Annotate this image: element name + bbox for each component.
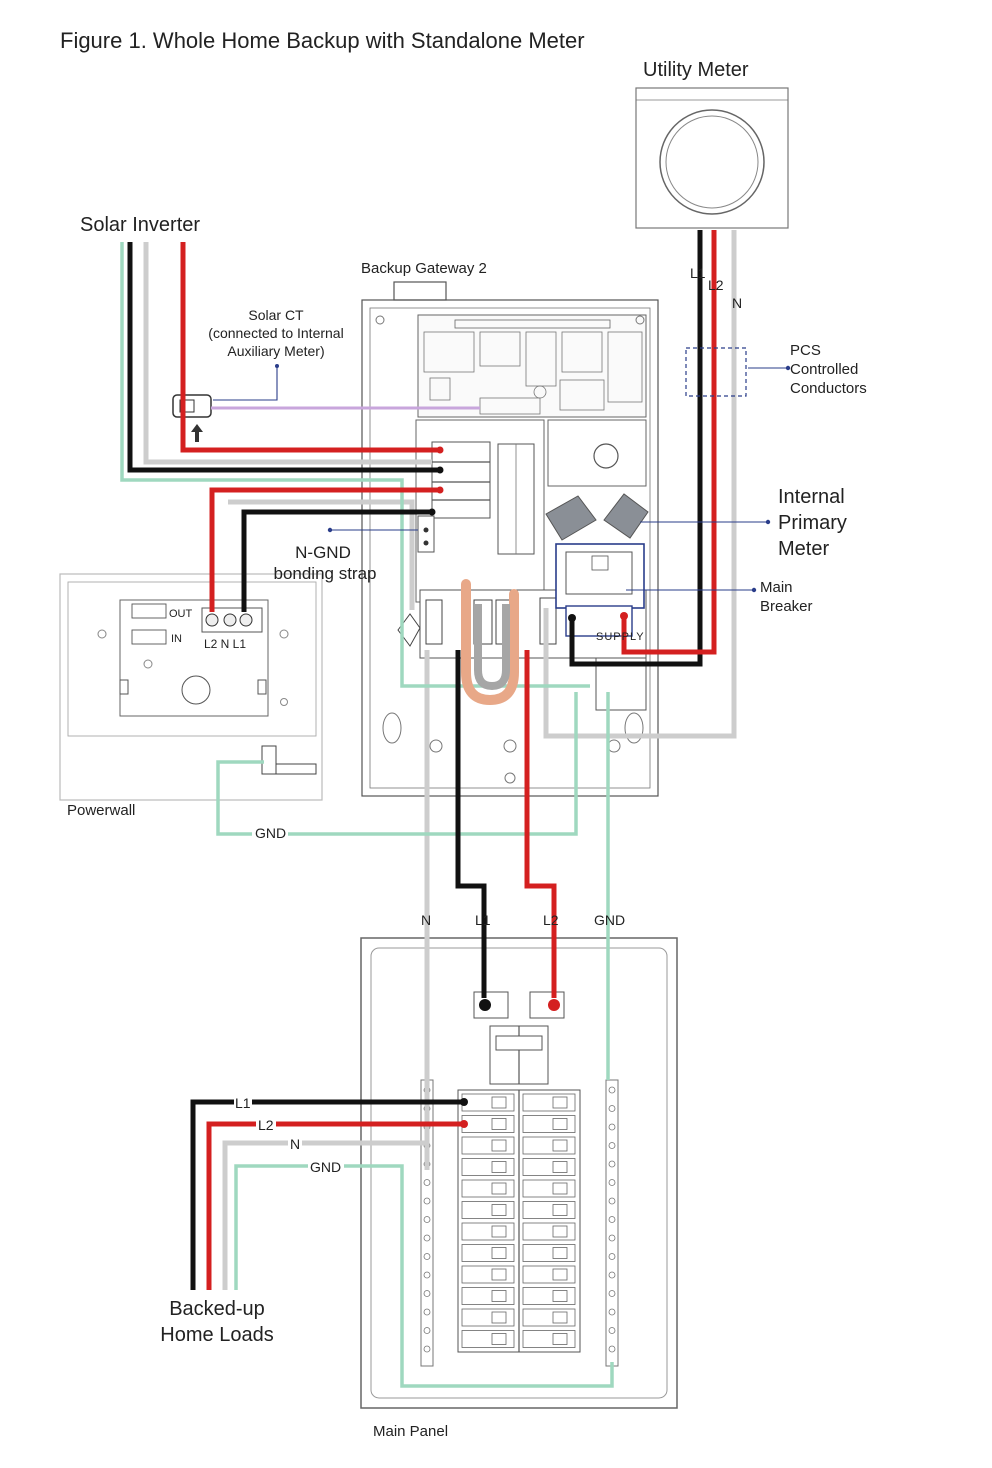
bus-screw	[423, 1197, 431, 1205]
powerwall-out-label: OUT	[169, 608, 193, 620]
powerwall-terminal-row: L2 N L1	[204, 637, 246, 651]
breaker-handle	[552, 1333, 568, 1345]
internal-meter-label-line1: Internal	[778, 486, 845, 508]
bus-screw	[608, 1253, 616, 1260]
breaker-handle	[552, 1247, 568, 1259]
bus-screw	[423, 1216, 431, 1223]
bus-screw	[608, 1216, 616, 1223]
utility-meter-label: Utility Meter	[643, 59, 749, 81]
bus-screw	[608, 1290, 616, 1297]
solar-ct-clamp	[172, 394, 212, 442]
bus-screw	[608, 1179, 616, 1186]
breaker-handle	[491, 1161, 507, 1173]
utility-l2-label: L2	[708, 277, 724, 293]
breaker-handle	[552, 1161, 568, 1173]
pcs-label-line2: Controlled	[790, 361, 858, 378]
solar-ct-label-line2: (connected to Internal	[208, 325, 343, 341]
bus-screw	[423, 1271, 431, 1279]
breaker-handle	[552, 1268, 568, 1281]
breaker-handle	[491, 1333, 507, 1345]
breaker-handle	[491, 1139, 507, 1152]
bus-screw	[608, 1308, 616, 1316]
bus-screw	[608, 1345, 616, 1353]
bus-screw	[608, 1086, 616, 1094]
bus-screw	[608, 1105, 616, 1112]
powerwall-label: Powerwall	[67, 802, 135, 819]
solar-ct-label-line1: Solar CT	[248, 307, 304, 323]
breaker-handle	[491, 1290, 507, 1302]
breaker-handle	[552, 1118, 568, 1130]
main-panel	[360, 937, 678, 1409]
bus-screw	[423, 1345, 431, 1353]
ngnd-label-line1: N-GND	[295, 543, 351, 562]
panel-gnd-label: GND	[594, 912, 625, 928]
breaker-handle	[552, 1139, 568, 1152]
breaker-handle	[491, 1118, 507, 1130]
breaker-handle	[552, 1096, 568, 1109]
ngnd-label-line2: bonding strap	[273, 564, 376, 583]
loads-n-label: N	[290, 1136, 300, 1152]
bus-screw	[423, 1234, 431, 1242]
breaker-handle	[491, 1096, 507, 1109]
solar-inverter-label: Solar Inverter	[80, 214, 200, 236]
utility-meter	[635, 87, 789, 229]
main-panel-label: Main Panel	[373, 1423, 448, 1440]
panel-l2-label: L2	[543, 912, 559, 928]
bus-screw	[423, 1308, 431, 1316]
leader-lines	[213, 364, 791, 593]
backed-up-loads-line2: Home Loads	[160, 1324, 273, 1346]
bus-screw	[608, 1327, 616, 1334]
wires	[120, 230, 737, 1388]
panel-l1-label: L1	[475, 912, 491, 928]
pcs-dashed-box	[685, 347, 747, 397]
bus-screw	[608, 1271, 616, 1279]
breaker-handle	[491, 1268, 507, 1281]
bus-screw	[608, 1160, 616, 1168]
powerwall	[59, 573, 323, 801]
internal-meter-label-line2: Primary	[778, 512, 847, 534]
breaker-handle	[491, 1182, 507, 1195]
bus-screw	[608, 1197, 616, 1205]
breaker-handle	[552, 1182, 568, 1195]
solar-ct-label-line3: Auxiliary Meter)	[227, 343, 324, 359]
breaker-handle	[552, 1290, 568, 1302]
main-breaker-label-line2: Breaker	[760, 598, 813, 615]
breaker-handle	[552, 1225, 568, 1238]
pcs-label-line3: Conductors	[790, 380, 867, 397]
utility-n-label: N	[732, 295, 742, 311]
breaker-rows	[461, 1093, 576, 1348]
loads-l1-label: L1	[235, 1095, 251, 1111]
panel-n-label: N	[421, 912, 431, 928]
bus-screw	[423, 1290, 431, 1297]
bus-screw	[423, 1327, 431, 1334]
loads-l2-label: L2	[258, 1117, 274, 1133]
loads-gnd-label: GND	[310, 1159, 341, 1175]
breaker-handle	[552, 1311, 568, 1324]
breaker-handle	[552, 1204, 568, 1216]
pcs-label-line1: PCS	[790, 342, 821, 359]
main-breaker-label-line1: Main	[760, 579, 793, 596]
bus-screw	[608, 1123, 616, 1131]
backup-gateway-label: Backup Gateway 2	[361, 260, 487, 277]
powerwall-gnd-label: GND	[255, 825, 286, 841]
bus-screw	[423, 1253, 431, 1260]
backed-up-loads-line1: Backed-up	[169, 1298, 265, 1320]
powerwall-in-label: IN	[171, 633, 182, 645]
bus-screw	[608, 1234, 616, 1242]
supply-label: SUPPLY	[596, 631, 645, 643]
breaker-handle	[491, 1247, 507, 1259]
breaker-handle	[491, 1204, 507, 1216]
breaker-handle	[491, 1225, 507, 1238]
figure-title: Figure 1. Whole Home Backup with Standal…	[60, 28, 585, 53]
utility-l1-label: L1	[690, 265, 706, 281]
breaker-handle	[491, 1311, 507, 1324]
bus-screw	[423, 1179, 431, 1186]
internal-meter-label-line3: Meter	[778, 538, 829, 560]
backup-gateway-enclosure	[361, 281, 659, 797]
bus-screw	[608, 1142, 616, 1149]
